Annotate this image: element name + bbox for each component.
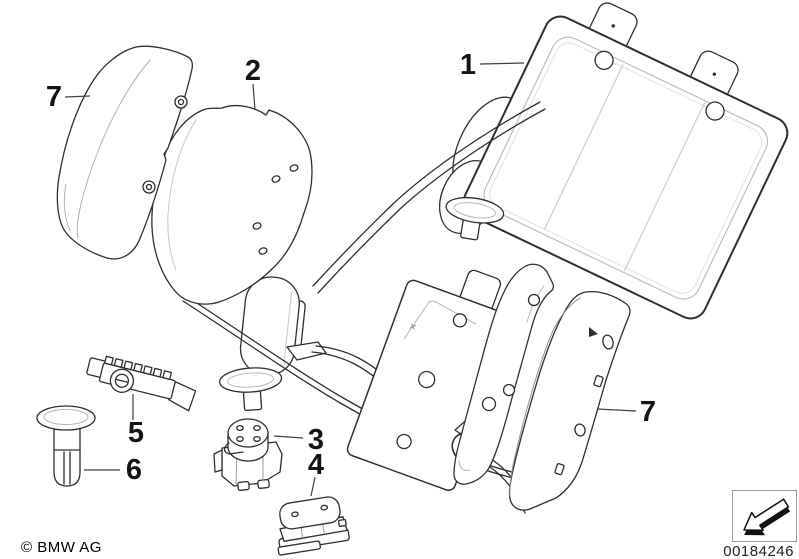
callout-label-7-left[interactable]: 7: [46, 81, 62, 113]
trim-hole: [602, 334, 614, 350]
harness-cable-upper: [312, 101, 546, 294]
part-5-clip-strip[interactable]: [84, 353, 199, 412]
leader-1: [479, 62, 525, 65]
leader-2: [252, 83, 256, 111]
image-number: 00184246: [723, 543, 794, 559]
leader-7-right: [596, 408, 637, 412]
frame-hole: [396, 433, 412, 450]
part-4-rocker-switch[interactable]: [271, 495, 350, 556]
callout-labels: 1 2 3 4 5 6 7 7: [46, 49, 656, 486]
part-7-right-trim[interactable]: [508, 290, 631, 511]
switch-dot: [253, 435, 261, 443]
panel-hole: [271, 175, 281, 183]
lumbar-pump: [239, 276, 327, 376]
frame-hole: [418, 370, 436, 389]
callout-label-2[interactable]: 2: [245, 55, 261, 87]
leader-7-left: [64, 95, 91, 98]
leader-4: [310, 476, 316, 497]
direction-of-travel-icon: [732, 490, 797, 542]
screw-hole: [174, 95, 188, 109]
switch-dot: [320, 504, 329, 511]
upper-grommet: [445, 196, 505, 241]
switch-dot: [236, 435, 244, 443]
callout-label-6[interactable]: 6: [126, 454, 142, 486]
switch-dot: [291, 511, 299, 518]
panel-hole: [289, 164, 299, 172]
switch-dot: [236, 424, 244, 432]
callout-label-4[interactable]: 4: [308, 449, 324, 481]
part-7-left-trim[interactable]: [56, 45, 194, 260]
leader-3: [273, 435, 304, 439]
bracket-hole: [502, 383, 516, 397]
panel-hole: [252, 222, 262, 230]
callout-label-7-right[interactable]: 7: [640, 396, 656, 428]
bracket-hole: [527, 293, 541, 307]
bracket-hole: [481, 396, 497, 412]
callout-label-5[interactable]: 5: [128, 417, 144, 449]
panel-hole: [705, 101, 725, 121]
part-1-backrest-panel[interactable]: [458, 0, 799, 324]
panel-hole: [594, 50, 614, 70]
part-3-lumbar-switch[interactable]: [213, 418, 283, 491]
copyright-text: © BMW AG: [21, 539, 102, 556]
callout-leader-lines: [64, 62, 637, 497]
screw-hole: [142, 180, 156, 194]
part-2-inner-panel[interactable]: [151, 104, 313, 305]
callout-label-3[interactable]: 3: [308, 424, 324, 456]
callout-label-1[interactable]: 1: [460, 49, 476, 81]
trim-hole: [574, 423, 586, 437]
frame-hole: [452, 313, 468, 328]
switch-dot: [253, 424, 261, 432]
frame-side-bracket: [453, 263, 555, 485]
panel-hole: [258, 247, 268, 255]
part-6-expansion-rivet[interactable]: [36, 405, 96, 487]
lower-grommet: [219, 367, 283, 412]
